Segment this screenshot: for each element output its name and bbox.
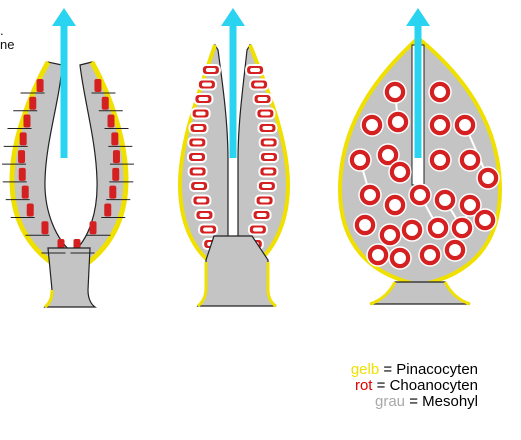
ascon-right-pinacoderm	[83, 60, 129, 268]
choanocyte	[29, 96, 37, 110]
sycon-choanocytes	[187, 64, 279, 250]
cropped-label-1: .	[0, 23, 4, 38]
choanocyte	[21, 185, 29, 199]
cropped-label-2: ne	[0, 37, 15, 52]
legend-row-choanocyten: rot = Choanocyten	[300, 378, 478, 394]
legend-key-rot: rot	[354, 377, 373, 394]
legend-key-gelb: gelb	[350, 361, 380, 378]
choanocyte	[94, 79, 102, 92]
choanocyte	[41, 221, 49, 235]
legend-sep: =	[379, 361, 397, 378]
ascon-figure	[2, 60, 134, 309]
legend-desc-mesohyl: Mesohyl	[422, 393, 478, 410]
sycon-figure	[177, 43, 291, 308]
choanocyte	[18, 150, 26, 164]
leucon-figure	[337, 35, 503, 306]
ascon-right-wall	[68, 61, 127, 266]
legend-sep: =	[372, 377, 390, 394]
choanocyte	[101, 96, 109, 110]
legend-desc-choanocyten: Choanocyten	[389, 377, 478, 394]
flow-arrows	[52, 8, 430, 158]
choanocyte	[23, 114, 31, 128]
ascon-stalk	[43, 247, 97, 308]
choanocyte	[109, 185, 117, 199]
leucon-base	[369, 281, 471, 305]
leucon-choanocyte-chambers	[348, 80, 500, 270]
choanocyte	[26, 203, 34, 217]
legend-desc-pinacocyten: Pinacocyten	[396, 361, 478, 378]
choanocyte	[112, 167, 120, 181]
choanocyte	[36, 79, 44, 92]
choanocyte	[18, 167, 26, 181]
choanocyte	[89, 221, 97, 235]
legend: gelb = Pinacocyten rot = Choanocyten gra…	[300, 362, 478, 410]
choanocyte	[112, 150, 120, 164]
choanocyte	[107, 114, 115, 128]
ascon-left-pinacoderm	[9, 60, 57, 268]
choanocyte	[19, 132, 27, 146]
choanocyte	[111, 132, 119, 146]
legend-key-grau: grau	[375, 393, 406, 410]
legend-row-pinacocyten: gelb = Pinacocyten	[300, 362, 478, 378]
legend-sep: =	[405, 393, 423, 410]
legend-row-mesohyl: grau = Mesohyl	[300, 394, 478, 410]
choanocyte	[104, 203, 112, 217]
